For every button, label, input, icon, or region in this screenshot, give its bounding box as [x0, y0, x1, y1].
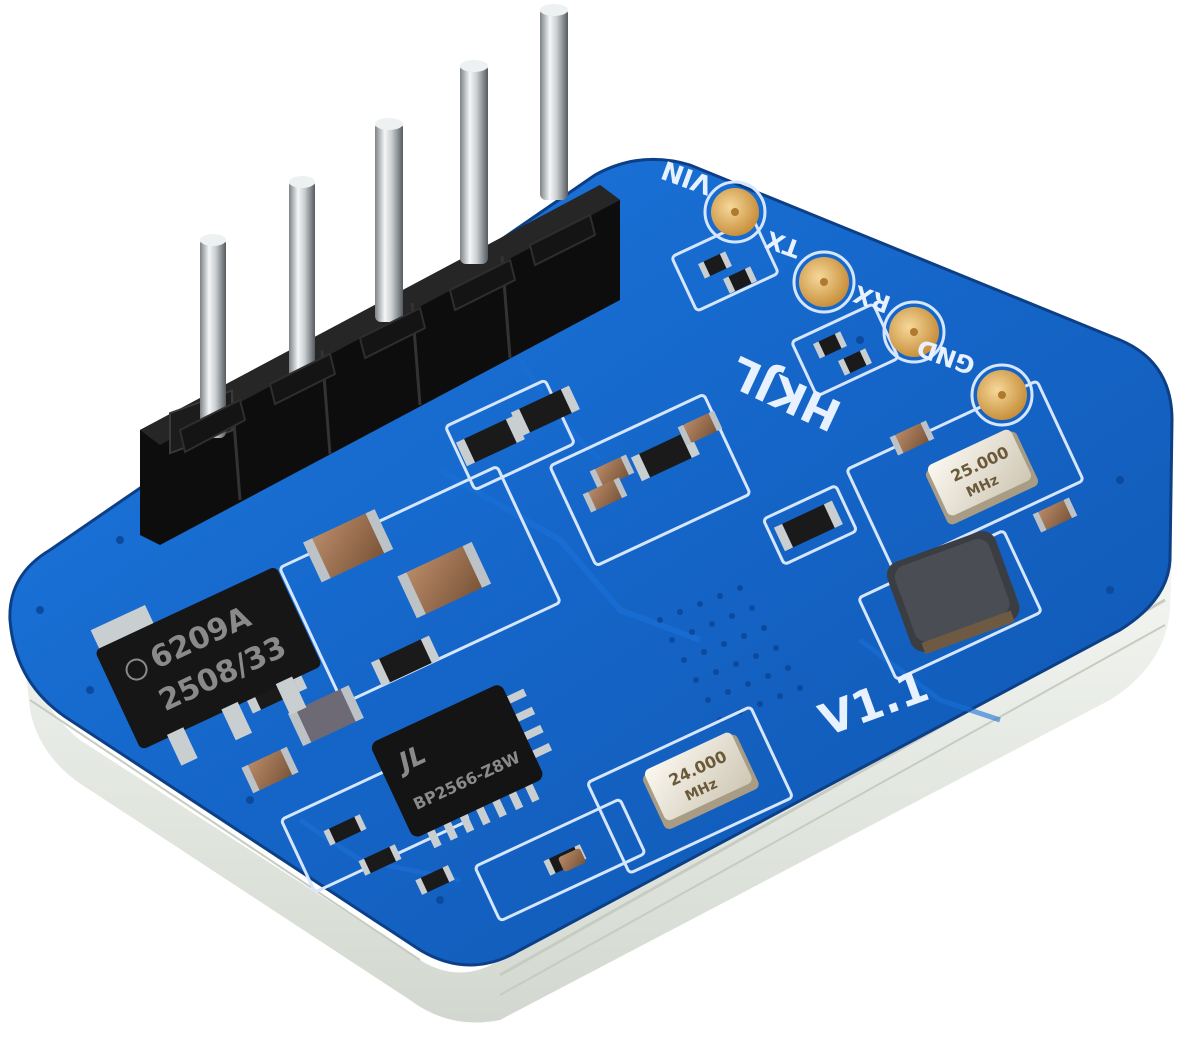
smd-components	[241, 251, 1078, 895]
silkscreen-outlines	[279, 180, 1084, 922]
via-grid	[36, 336, 1124, 904]
header-pin-5	[540, 4, 568, 200]
main-ic: JL BP2566-Z8W	[371, 685, 553, 849]
header-pin-4	[460, 60, 488, 264]
resistor	[455, 415, 525, 467]
pcb-board	[8, 157, 1174, 967]
header-pin-3	[375, 118, 403, 322]
resistor	[698, 251, 732, 279]
capacitor	[241, 746, 299, 794]
resistor	[323, 814, 367, 846]
resistor	[723, 266, 757, 294]
crystal-bottom: 24.000 MHz	[643, 732, 759, 830]
resistor	[358, 844, 402, 876]
resistor	[773, 500, 843, 552]
resistor	[415, 865, 455, 895]
capacitor	[582, 477, 628, 513]
capacitor	[397, 541, 492, 619]
resistor	[813, 331, 847, 359]
resistor	[838, 348, 872, 376]
capacitor	[677, 410, 723, 446]
capacitor	[889, 420, 935, 456]
capacitor	[303, 509, 394, 583]
resistor	[370, 635, 440, 687]
inductor	[886, 531, 1020, 655]
header-pin-1	[200, 234, 226, 438]
capacitor	[558, 848, 586, 872]
regulator-chip: 6209A 2508/33	[90, 567, 321, 766]
capacitor	[1032, 497, 1078, 533]
capacitor	[589, 454, 635, 490]
resistor	[510, 385, 580, 437]
capacitor	[287, 685, 364, 747]
pin-header	[140, 4, 620, 545]
header-pin-2	[289, 176, 315, 380]
gold-pads	[711, 188, 1027, 420]
